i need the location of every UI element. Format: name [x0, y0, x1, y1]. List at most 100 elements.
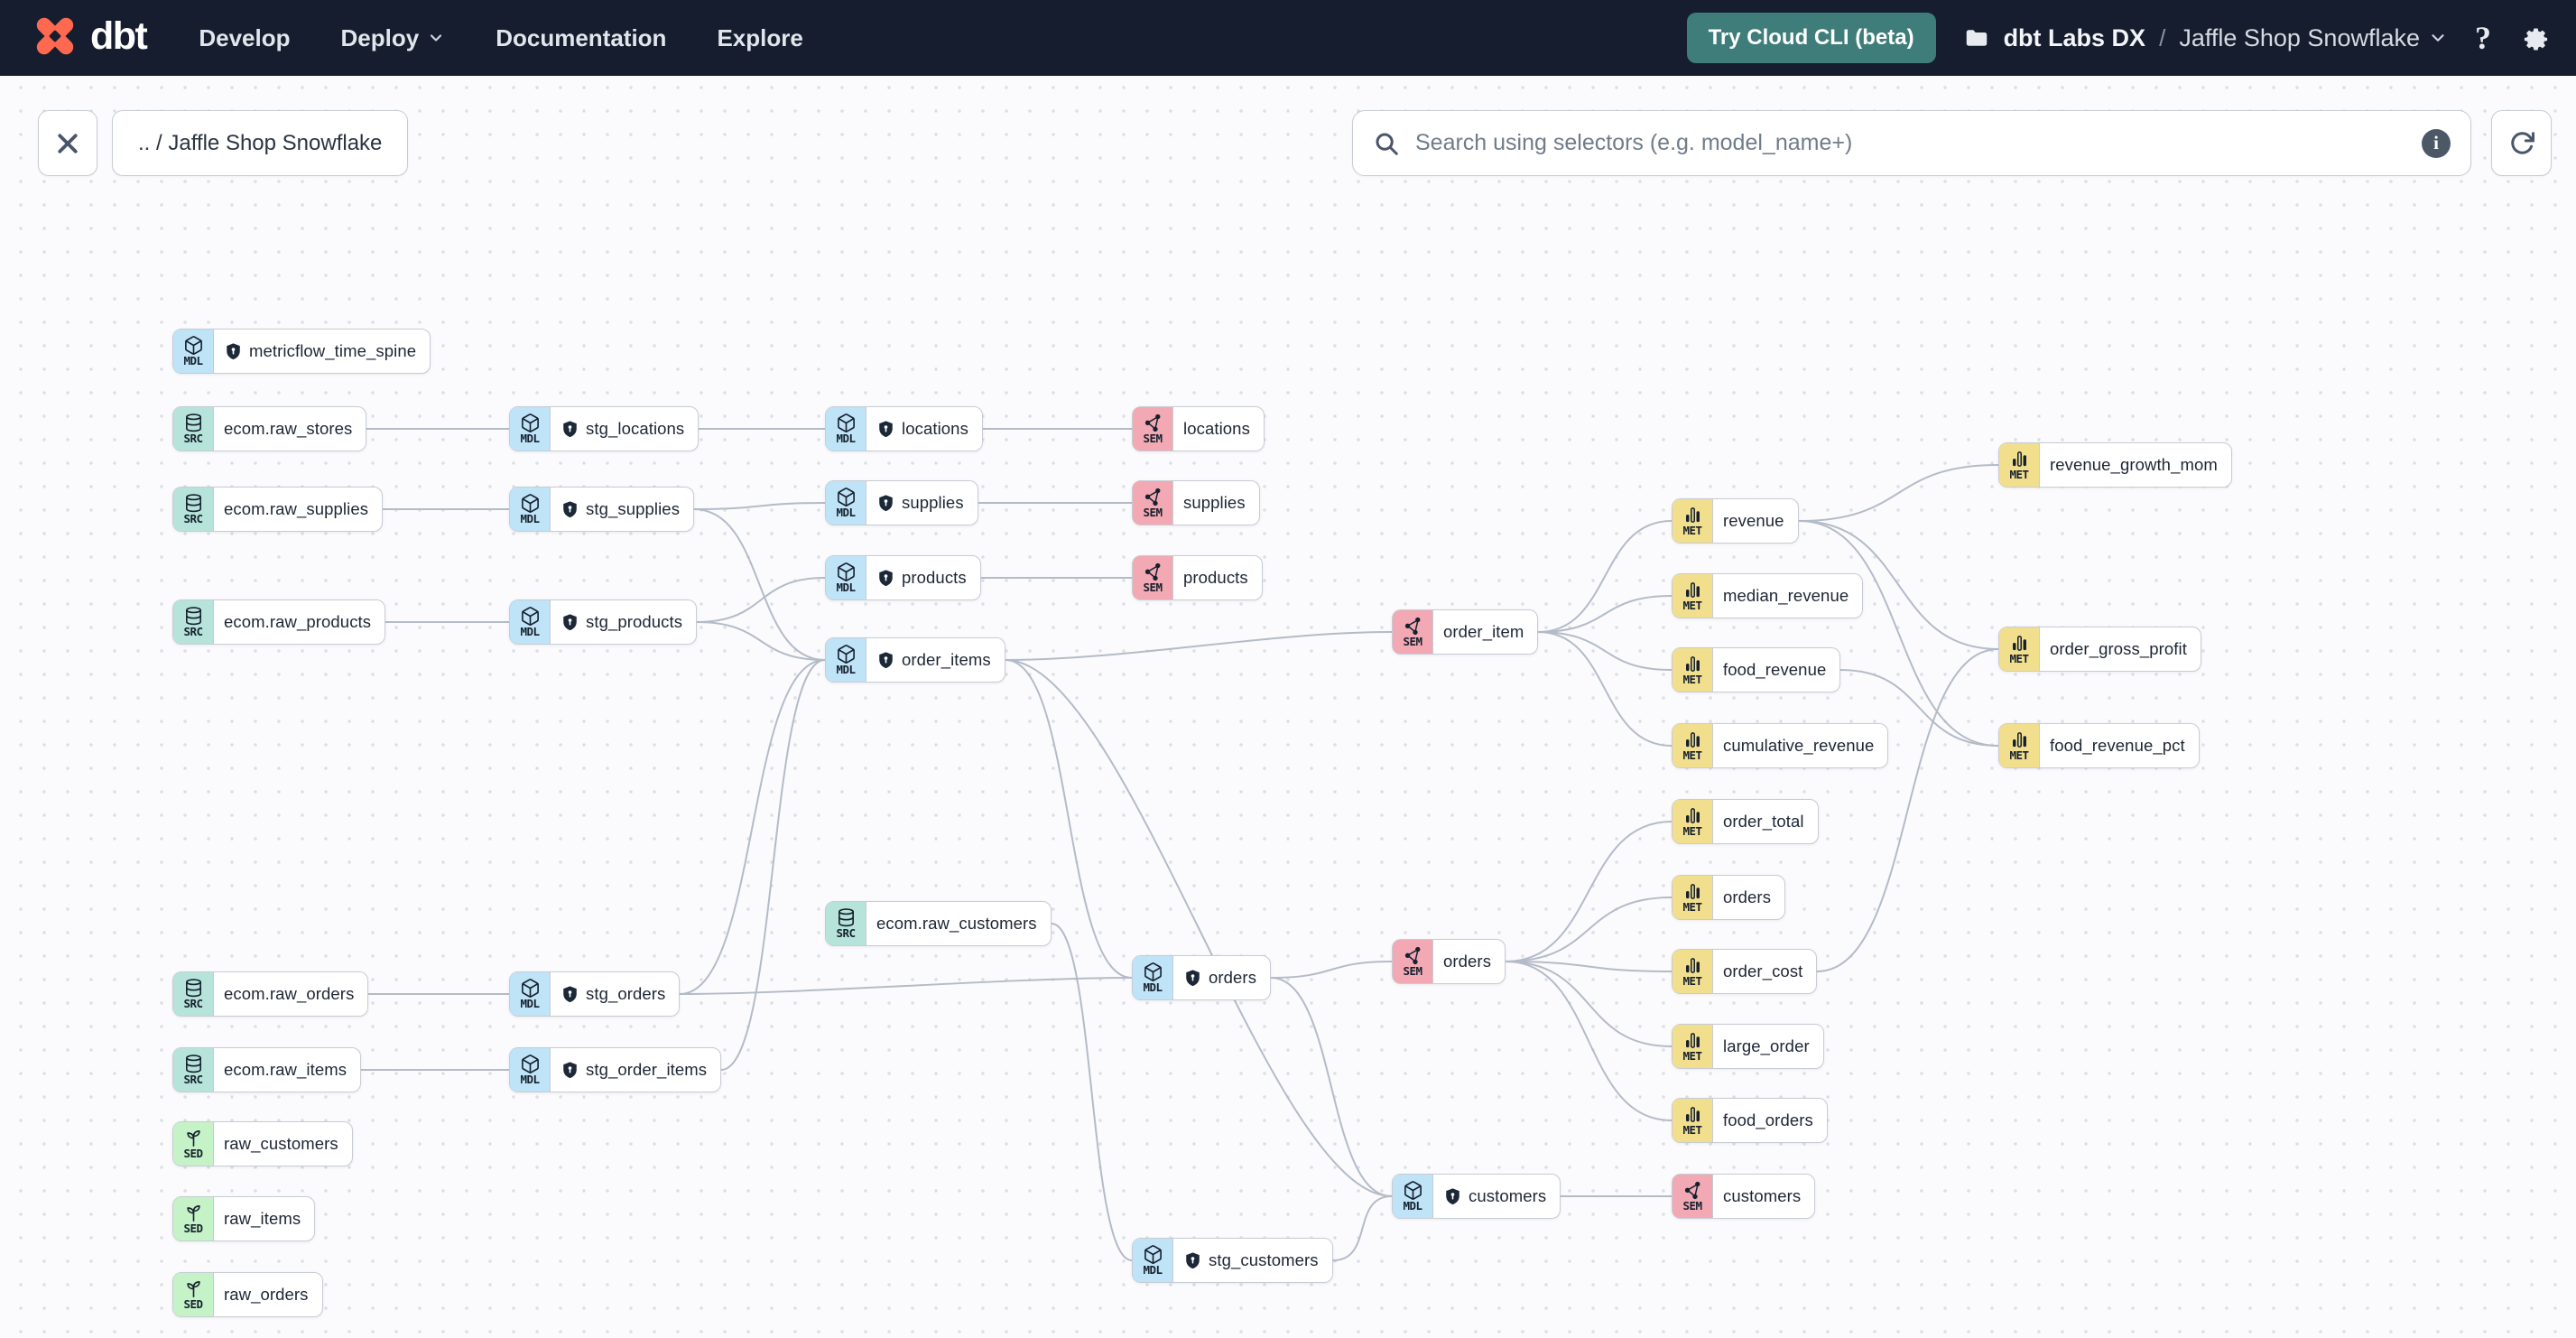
node-label: order_total [1723, 812, 1804, 831]
cube-icon [836, 644, 857, 664]
sprout-icon [183, 1278, 204, 1298]
edge-sem_orders--met_order_cost [1505, 961, 1673, 972]
shield-icon [561, 1061, 579, 1080]
node-label: customers [1469, 1186, 1547, 1205]
node-type-badge: MDL [1393, 1175, 1433, 1218]
node-label: stg_customers [1209, 1250, 1319, 1269]
node-type-label: MET [1682, 599, 1702, 613]
search-input[interactable] [1413, 129, 2408, 157]
node-type-label: MET [1682, 748, 1702, 763]
nav-deploy[interactable]: Deploy [341, 24, 446, 52]
node-type-badge: MDL [510, 972, 551, 1016]
node-label: ecom.raw_items [224, 1060, 347, 1079]
node-type-label: MDL [1143, 980, 1163, 995]
node-type-badge: MET [1999, 443, 2040, 487]
edge-mdl_order_items--mdl_orders [1005, 659, 1133, 979]
node-type-label: SEM [1403, 635, 1422, 649]
node-type-badge: MET [1673, 950, 1713, 993]
edge-mdl_stg_supplies--mdl_order_items [693, 508, 826, 661]
chevron-down-icon [431, 34, 442, 42]
node-met_revenue[interactable]: MET revenue [1672, 498, 1799, 544]
account-name[interactable]: dbt Labs DX [2003, 23, 2146, 51]
node-label: food_revenue_pct [2050, 736, 2185, 755]
breadcrumb[interactable]: .. / Jaffle Shop Snowflake [112, 110, 409, 176]
node-label: stg_orders [586, 984, 666, 1003]
node-type-badge: MET [1673, 1025, 1713, 1068]
edge-sem_orders--met_order_total [1505, 821, 1673, 962]
edge-mdl_stg_orders--mdl_order_items [679, 659, 826, 995]
node-label: ecom.raw_stores [224, 419, 353, 438]
edge-mdl_stg_orders--mdl_orders [679, 977, 1133, 995]
node-type-label: MET [1682, 673, 1702, 687]
node-type-label: MET [1682, 524, 1702, 538]
node-type-badge: SEM [1393, 610, 1433, 654]
node-type-label: SEM [1403, 964, 1422, 979]
nav-develop[interactable]: Develop [199, 23, 291, 51]
node-mdl_stg_orders[interactable]: MDL stg_orders [509, 971, 681, 1017]
node-label: revenue [1723, 511, 1784, 530]
close-lineage-button[interactable] [38, 110, 97, 176]
info-icon[interactable]: i [2422, 128, 2451, 158]
gear-icon[interactable] [2518, 22, 2551, 54]
node-type-badge: MDL [826, 407, 866, 451]
try-cloud-cli-button[interactable]: Try Cloud CLI (beta) [1686, 13, 1936, 63]
node-label: raw_orders [224, 1285, 309, 1304]
node-type-badge: MET [1673, 499, 1713, 543]
refresh-button[interactable] [2491, 110, 2552, 176]
project-selector[interactable]: Jaffle Shop Snowflake [2179, 24, 2448, 52]
edge-mdl_orders--mdl_customers [1270, 977, 1393, 1197]
shield-icon [1443, 1187, 1462, 1206]
nav-explore[interactable]: Explore [717, 23, 803, 51]
selector-search[interactable]: i [1352, 110, 2471, 176]
database-icon [183, 978, 204, 998]
dbt-logo[interactable]: dbt [31, 12, 148, 65]
node-label: order_gross_profit [2050, 639, 2187, 658]
dbt-logo-text: dbt [90, 14, 148, 58]
shield-icon [876, 494, 895, 513]
cube-icon [1143, 1244, 1163, 1264]
help-icon[interactable]: ? [2475, 20, 2491, 56]
nav-documentation[interactable]: Documentation [496, 23, 667, 51]
node-mdl_customers[interactable]: MDL customers [1392, 1174, 1561, 1219]
node-label: raw_items [224, 1209, 301, 1228]
node-type-label: MDL [836, 506, 856, 520]
